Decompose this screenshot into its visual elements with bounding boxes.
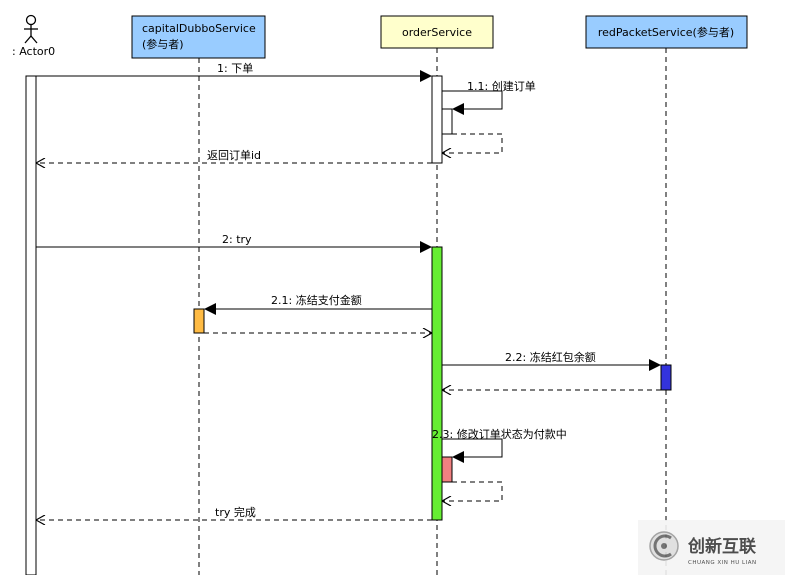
lifeline-capital-role: (参与者) [142,37,184,51]
return-2-label: try 完成 [215,505,256,519]
return-2: try 完成 [37,505,432,520]
lifeline-capital: capitalDubboService (参与者) [131,15,266,59]
message-2-2: 2.2: 冻结红包余额 [442,350,661,390]
watermark-logo-icon [649,531,679,561]
actor-activation [25,75,37,575]
actor-head [25,14,37,26]
capital-activation [193,308,205,334]
watermark-text: 创新互联 [687,536,756,557]
lifeline-order-box [380,15,494,49]
order-activation-1 [431,75,443,164]
actor: : Actor0 [12,14,55,58]
actor-label: : Actor0 [12,45,55,58]
lifeline-capital-box [131,15,266,59]
lifeline-redpacket: redPacketService(参与者) [585,15,748,49]
lifeline-redpacket-name: redPacketService(参与者) [598,25,734,39]
order-activation-try [431,246,443,521]
lifeline-redpacket-box [585,15,748,49]
message-2: 2: try [36,233,432,253]
message-1: 1: 下单 [36,62,432,82]
lifeline-order: orderService [380,15,494,49]
message-2-3: 2.3: 修改订单状态为付款中 [432,427,567,501]
message-1-1: 1.1: 创建订单 [442,79,536,153]
return-1: 返回订单id [37,149,432,163]
message-2-2-label: 2.2: 冻结红包余额 [505,350,596,364]
message-2-3-label: 2.3: 修改订单状态为付款中 [432,427,567,441]
watermark: 创新互联 CHUANG XIN HU LIAN [638,520,785,575]
message-2-1-label: 2.1: 冻结支付金额 [271,293,362,307]
message-1-1-label: 1.1: 创建订单 [467,79,536,93]
lifeline-capital-name: capitalDubboService [142,22,256,35]
message-1-label: 1: 下单 [217,62,253,75]
message-2-1: 2.1: 冻结支付金额 [204,293,432,333]
watermark-subtext: CHUANG XIN HU LIAN [688,560,757,566]
order-self-activation-1 [441,108,453,135]
redpacket-activation [660,364,672,391]
message-2-label: 2: try [222,233,252,246]
lifeline-order-name: orderService [402,26,472,39]
return-1-label: 返回订单id [207,149,261,162]
order-self-activation-2 [441,456,453,483]
